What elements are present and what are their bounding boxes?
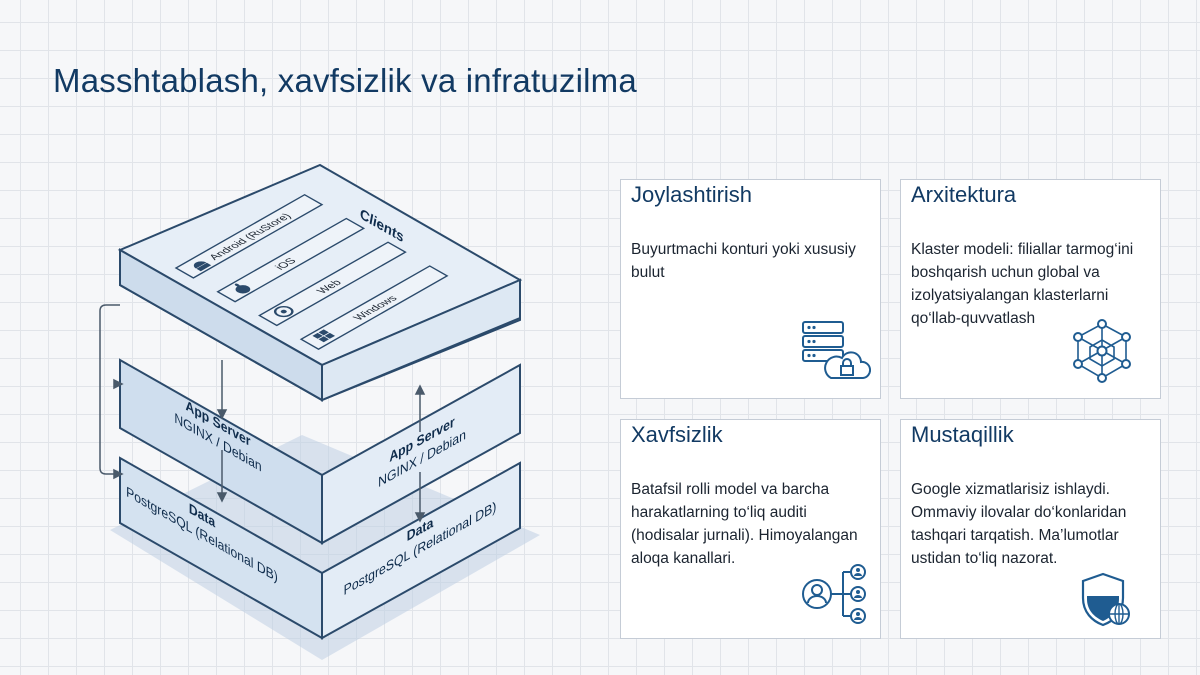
card-deployment-title: Joylashtirish (631, 182, 753, 207)
card-architecture: Arxitektura Klaster modeli: filiallar ta… (900, 179, 1161, 399)
card-independence-text: Google xizmatlarisiz ishlaydi. Ommaviy i… (911, 481, 1127, 567)
android-icon (193, 261, 212, 272)
connector-arrows (99, 304, 426, 523)
chrome-icon (273, 305, 294, 318)
server-cloud-lock-icon (802, 321, 871, 379)
card-deployment-text: Buyurtmachi konturi yoki xususiy bulut (631, 241, 856, 281)
card-independence: Mustaqillik Google xizmatlarisiz ishlayd… (900, 419, 1161, 639)
card-architecture-title: Arxitektura (911, 182, 1017, 207)
page-title: Masshtablash, xavfsizlik va infratuzilma (53, 62, 637, 99)
architecture-diagram: Data PostgreSQL (Relational DB) Data Pos… (90, 150, 550, 670)
diagram-shadow (110, 435, 540, 660)
shield-globe-icon (1081, 572, 1130, 627)
card-security-text: Batafsil rolli model va barcha harakatla… (631, 481, 858, 567)
card-architecture-text: Klaster modeli: filiallar tarmog‘ini bos… (911, 241, 1134, 327)
card-security-title: Xavfsizlik (631, 422, 723, 447)
client-web: Web (258, 241, 407, 327)
user-roles-icon (802, 564, 866, 624)
card-security: Xavfsizlik Batafsil rolli model va barch… (620, 419, 881, 639)
network-nodes-icon (1073, 319, 1131, 383)
client-ios: iOS (216, 217, 366, 303)
card-deployment: Joylashtirish Buyurtmachi konturi yoki x… (620, 179, 881, 399)
clients-layer: Clients Android (RuStore) (117, 163, 523, 402)
apple-icon (234, 283, 251, 294)
card-independence-title: Mustaqillik (911, 422, 1014, 447)
